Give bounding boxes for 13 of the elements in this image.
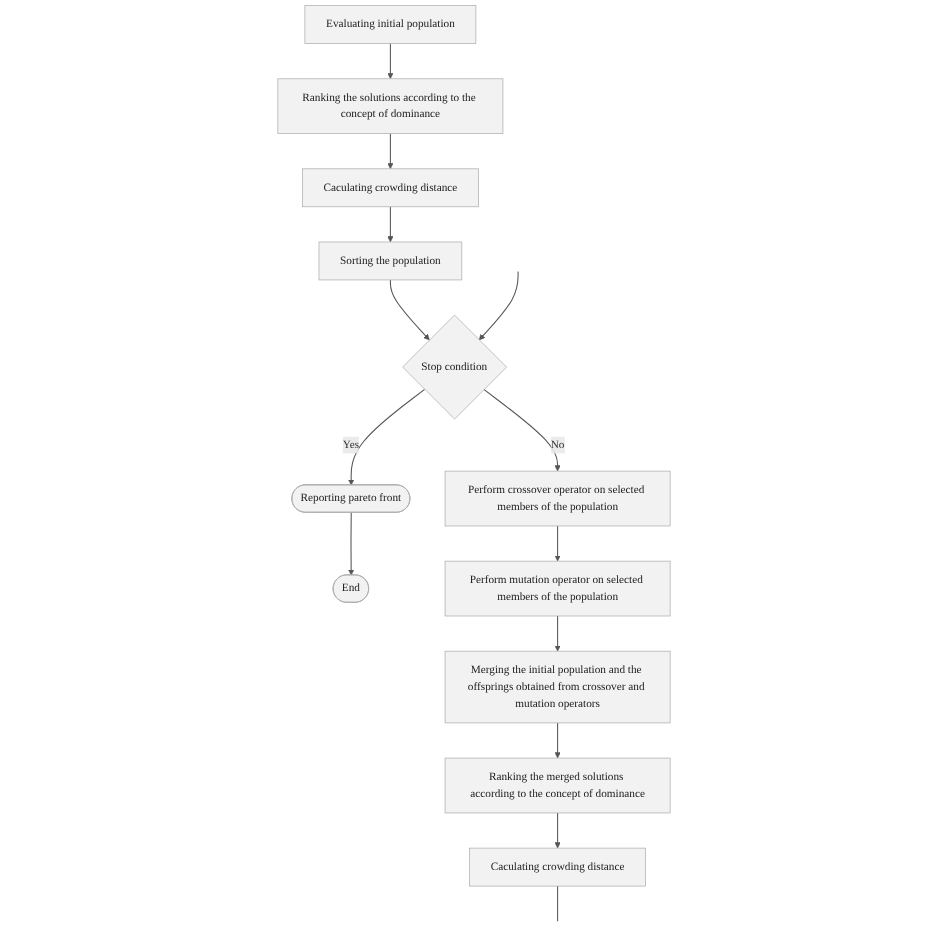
arrow <box>348 388 426 486</box>
arrow <box>387 206 394 243</box>
arrow <box>554 615 561 652</box>
arrow <box>554 812 561 849</box>
arrow <box>554 525 561 562</box>
arrow <box>554 722 561 759</box>
arrow <box>387 43 394 80</box>
arrow <box>348 512 355 576</box>
arrow <box>389 279 430 341</box>
arrow <box>387 133 394 170</box>
arrow <box>478 270 519 341</box>
connector <box>557 885 559 922</box>
arrow <box>483 388 561 472</box>
